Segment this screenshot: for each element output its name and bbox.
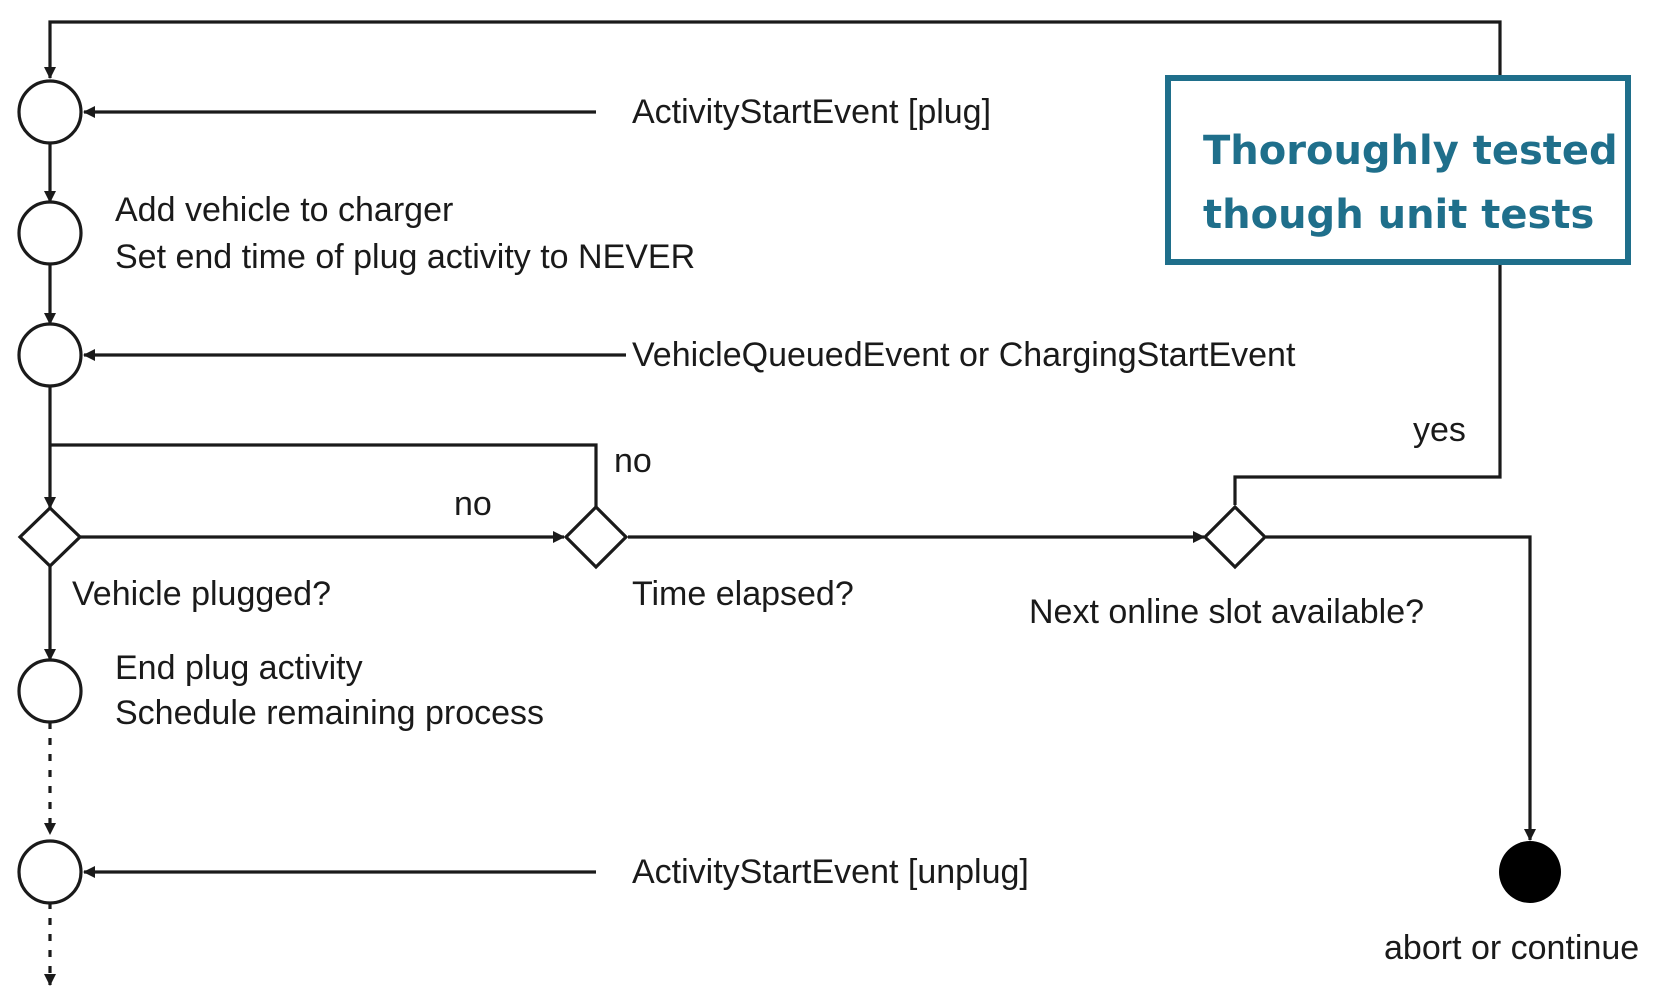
label-end-plug: End plug activity <box>115 649 363 687</box>
edge-time-no-loop <box>50 443 598 507</box>
note-line-1: Thoroughly tested <box>1203 128 1618 174</box>
label-set-end-time: Set end time of plug activity to NEVER <box>115 238 695 276</box>
state-circle-1 <box>17 79 83 145</box>
label-activity-start-plug: ActivityStartEvent [plug] <box>632 93 991 131</box>
decision-time-elapsed <box>563 504 629 570</box>
label-no-upper: no <box>614 442 652 480</box>
state-circle-2 <box>17 200 83 266</box>
state-circle-4 <box>17 658 83 724</box>
label-yes: yes <box>1413 411 1466 449</box>
label-no-lower: no <box>454 485 492 523</box>
label-vehicle-plugged: Vehicle plugged? <box>72 575 331 613</box>
label-time-elapsed: Time elapsed? <box>632 575 854 613</box>
end-node <box>1499 841 1561 903</box>
decision-next-slot <box>1202 504 1268 570</box>
label-next-slot: Next online slot available? <box>1029 593 1424 631</box>
note-box: Thoroughly tested though unit tests <box>1165 75 1631 265</box>
label-vehicle-queued: VehicleQueuedEvent or ChargingStartEvent <box>632 336 1296 374</box>
label-schedule-remaining: Schedule remaining process <box>115 694 544 732</box>
state-circle-3 <box>17 322 83 388</box>
label-add-vehicle: Add vehicle to charger <box>115 191 453 229</box>
label-abort-continue: abort or continue <box>1384 929 1639 967</box>
note-line-2: though unit tests <box>1203 192 1595 238</box>
label-activity-start-unplug: ActivityStartEvent [unplug] <box>632 853 1029 891</box>
edge-d3-end <box>1266 535 1536 841</box>
state-circle-5 <box>17 839 83 905</box>
decision-vehicle-plugged <box>17 505 83 569</box>
